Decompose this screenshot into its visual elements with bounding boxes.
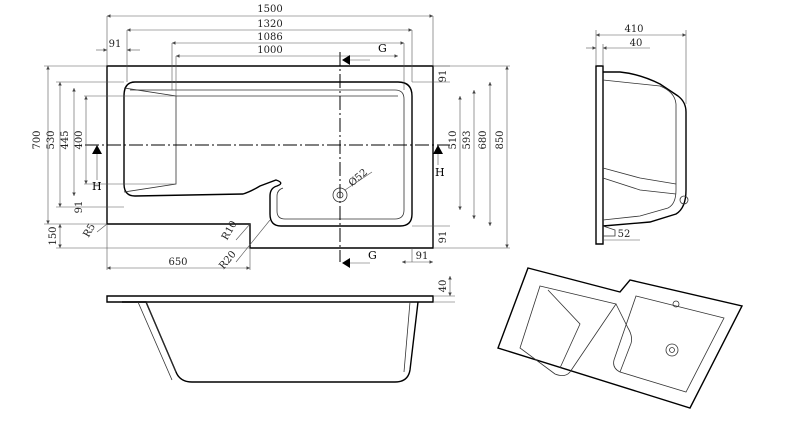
dim-150: 150 [48, 226, 59, 245]
side-dim-52: 52 [618, 229, 631, 240]
front-dim-40: 40 [438, 280, 449, 293]
side-inner-1 [602, 79, 677, 221]
side-body [602, 71, 687, 227]
section-g-top-arrow [342, 55, 350, 65]
plan-dimensions: 1500 1320 1086 1000 91 91 850 680 593 [32, 4, 510, 272]
side-dimensions: 410 40 52 [586, 24, 687, 241]
dim-650: 650 [168, 257, 187, 268]
side-view [595, 65, 689, 245]
dim-91-left-lower: 91 [74, 201, 85, 214]
front-dimensions: 40 [433, 276, 455, 303]
section-g-bottom-label: G [368, 249, 377, 262]
iso-waste-inner [669, 347, 675, 353]
iso-step-line [615, 303, 632, 373]
front-rim [106, 295, 434, 303]
isometric-view [497, 267, 744, 409]
side-dim-40: 40 [630, 38, 643, 49]
dim-850: 850 [495, 130, 506, 149]
iso-overflow [672, 300, 680, 308]
dim-400: 400 [74, 130, 85, 149]
side-inner-2 [602, 167, 677, 185]
iso-headrest [547, 289, 581, 369]
section-h-right-arrow [433, 145, 443, 154]
section-g-top-label: G [378, 42, 387, 55]
section-h-left-arrow [92, 145, 102, 154]
plan-inner-basin [123, 81, 413, 227]
front-view [106, 295, 434, 383]
dim-r20: R20 [217, 249, 238, 272]
dim-r5: R5 [82, 222, 98, 240]
dim-530: 530 [46, 130, 57, 149]
dim-91-left: 91 [109, 39, 122, 50]
dim-1320: 1320 [257, 19, 282, 30]
plan-headrest-line [123, 87, 177, 193]
side-rim [595, 65, 604, 245]
front-body [122, 301, 419, 383]
section-g-bottom-arrow [342, 258, 350, 268]
side-dim-410: 410 [624, 24, 643, 35]
dim-91-right-bottom: 91 [416, 251, 429, 262]
dim-1000: 1000 [257, 45, 282, 56]
iso-waste-outer [665, 343, 679, 357]
dim-1086: 1086 [257, 32, 282, 43]
waste-leader [344, 171, 373, 191]
iso-inner-basin-left [519, 285, 617, 376]
iso-outer-rim [497, 267, 744, 409]
dim-510: 510 [448, 130, 459, 149]
plan-view [85, 52, 450, 262]
front-inner [137, 301, 411, 381]
dim-700: 700 [32, 130, 43, 149]
section-markers: G G H H [92, 42, 445, 268]
dim-91-right-mid: 91 [438, 231, 449, 244]
iso-inner-basin-right [613, 295, 725, 393]
dim-593: 593 [462, 130, 473, 149]
dim-680: 680 [478, 130, 489, 149]
dim-waste-diameter: Ø52 [347, 167, 370, 189]
section-h-left-label: H [92, 180, 102, 193]
dim-445: 445 [60, 130, 71, 149]
side-inner-3 [602, 177, 677, 195]
plan-inner-line [130, 89, 405, 220]
dim-1500: 1500 [257, 4, 282, 15]
dim-91-right-top: 91 [438, 70, 449, 83]
side-foot [602, 225, 616, 237]
section-h-right-label: H [435, 166, 445, 179]
side-waste-circle [679, 195, 689, 205]
